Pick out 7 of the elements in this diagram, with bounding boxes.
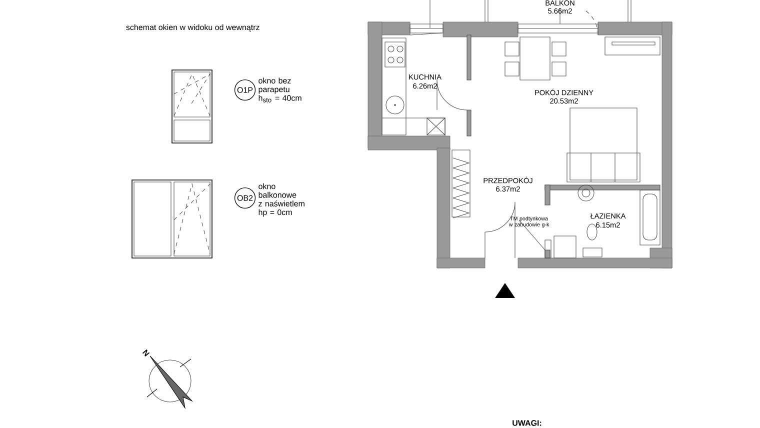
heading: schemat okien w widoku od wewnątrz bbox=[126, 24, 260, 32]
notes-heading: UWAGI: bbox=[512, 420, 542, 426]
window-description: okno balkonowe z naświetlem hp = 0cm bbox=[258, 183, 304, 217]
window-description: okno bez parapetu h$_{sto}$ = 40cm bbox=[258, 78, 302, 102]
window-tag: O1P bbox=[234, 79, 256, 101]
window-tag: OB2 bbox=[234, 187, 256, 209]
north-label: N bbox=[142, 349, 150, 357]
